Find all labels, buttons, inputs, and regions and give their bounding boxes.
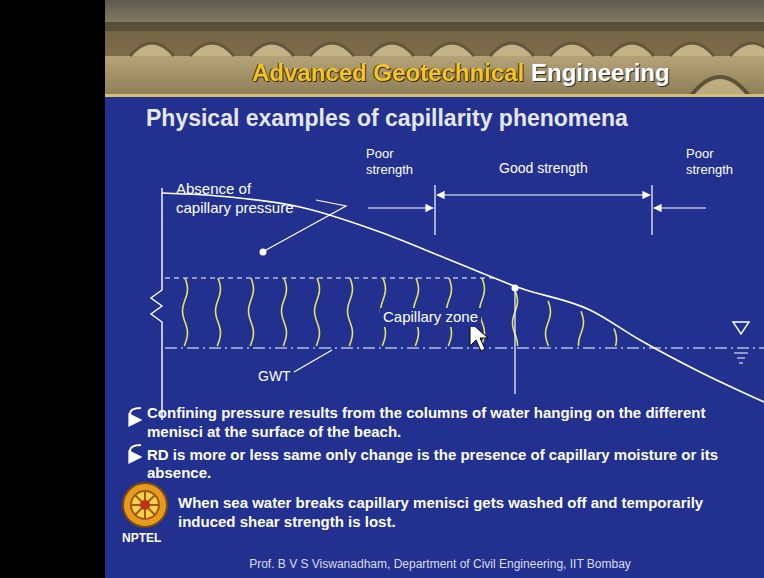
beach-profile: [151, 185, 764, 420]
capillary-top-line: [165, 277, 495, 278]
capillary-column: [614, 328, 616, 346]
bullet-symbols: [130, 408, 141, 457]
header-text: Advanced Geotechnical: [252, 58, 524, 88]
leader-line: [294, 350, 332, 372]
capillary-column: [282, 278, 287, 346]
section-boundary: [151, 188, 162, 420]
bullet-text: When sea water breaks capillary menisci …: [178, 494, 752, 532]
capillary-column: [579, 311, 584, 346]
header-text: Engineering: [531, 58, 670, 88]
capillary-column: [546, 301, 551, 346]
leader-dot: [512, 285, 519, 292]
capillary-column: [183, 278, 188, 346]
gwt-line: [165, 347, 764, 348]
dimension-arrow: [654, 207, 706, 208]
dimension-arrow: [437, 194, 650, 195]
zone-tick: [651, 185, 652, 235]
capillary-column: [315, 278, 320, 346]
zone-tick: [434, 185, 435, 235]
leader-dot: [260, 249, 267, 256]
callout-label: Absence of capillary pressure: [176, 180, 308, 218]
bullet-text: Confining pressure results from the colu…: [147, 404, 752, 442]
beach-surface: [162, 193, 764, 402]
strength-label: Poor strength: [366, 146, 428, 179]
zone-label: Capillary zone: [380, 308, 481, 327]
dimension-arrow: [368, 207, 433, 208]
strength-label: Good strength: [499, 160, 588, 178]
capillary-column: [249, 278, 254, 346]
banner-rule: [105, 94, 764, 97]
water-table-symbol: [733, 322, 749, 334]
gwt-label: GWT: [258, 368, 291, 386]
footer-text: Prof. B V S Viswanadham, Department of C…: [150, 557, 730, 572]
bridge-picture: [105, 22, 764, 97]
logo-text: NPTEL: [122, 531, 161, 546]
capillary-column: [216, 278, 221, 346]
capillary-column: [348, 278, 353, 346]
bullet-text: RD is more or less same only change is t…: [147, 446, 752, 484]
leader-line: [514, 288, 515, 394]
water-table-symbol: [734, 353, 748, 363]
slide-title: Physical examples of capillarity phenome…: [146, 104, 628, 133]
nptel-logo: [123, 483, 167, 527]
slide-ground: [105, 0, 764, 578]
strength-label: Poor strength: [686, 146, 748, 179]
